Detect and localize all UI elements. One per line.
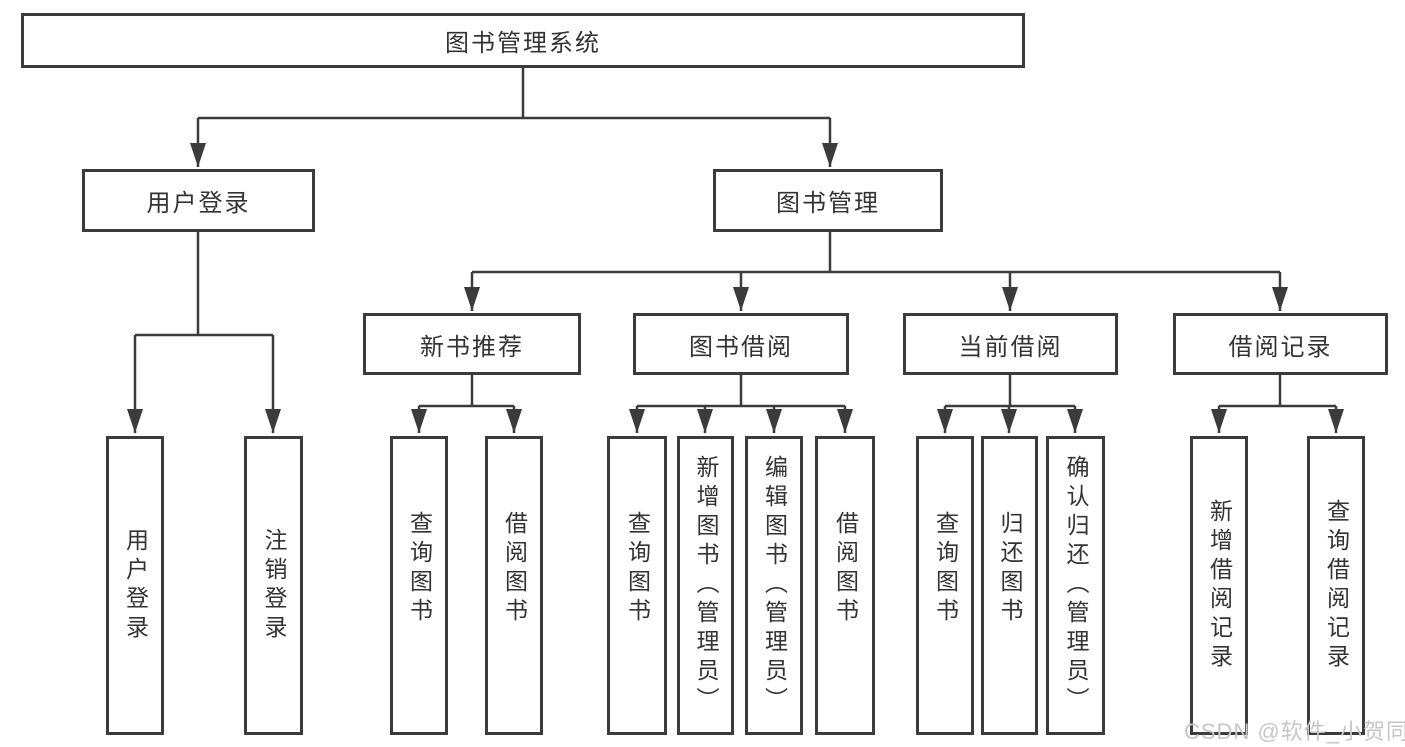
node-label: 借阅图书 bbox=[501, 510, 528, 627]
node-leaf-nb-borrow-books: 借阅图书 bbox=[485, 436, 543, 735]
node-label: 借阅图书 bbox=[832, 510, 859, 627]
node-borrow-records: 借阅记录 bbox=[1173, 313, 1388, 375]
node-label: 新书推荐 bbox=[420, 333, 524, 361]
node-leaf-cb-return-books: 归还图书 bbox=[981, 436, 1038, 735]
node-label: 图书借阅 bbox=[689, 333, 793, 361]
connector-book-management-trunk bbox=[472, 232, 1280, 274]
connector-book-borrow-trunk bbox=[637, 375, 845, 408]
node-label: 当前借阅 bbox=[958, 333, 1063, 361]
node-library-system: 图书管理系统 bbox=[21, 13, 1025, 68]
node-leaf-bb-borrow-books: 借阅图书 bbox=[815, 436, 875, 735]
node-label: 注销登录 bbox=[261, 527, 287, 644]
node-label: 确认归还（管理员） bbox=[1063, 455, 1089, 716]
node-label: 新增借阅记录 bbox=[1206, 498, 1233, 673]
connector-new-books-trunk bbox=[419, 375, 514, 408]
node-leaf-bb-query-books: 查询图书 bbox=[607, 436, 667, 735]
node-label: 新增图书（管理员） bbox=[693, 455, 719, 716]
node-label: 用户登录 bbox=[122, 527, 149, 644]
node-leaf-logout: 注销登录 bbox=[244, 436, 303, 735]
node-label: 借阅记录 bbox=[1228, 333, 1333, 361]
node-leaf-bb-add-books-admin: 新增图书（管理员） bbox=[677, 436, 734, 735]
csdn-watermark: CSDN @软件_小贺同学 bbox=[1184, 719, 1405, 744]
node-leaf-bb-edit-books-admin: 编辑图书（管理员） bbox=[745, 436, 803, 735]
node-leaf-user-login: 用户登录 bbox=[106, 436, 164, 735]
node-label: 图书管理系统 bbox=[445, 30, 601, 57]
connector-borrow-records-trunk bbox=[1219, 375, 1336, 408]
node-leaf-cb-confirm-return-admin: 确认归还（管理员） bbox=[1046, 436, 1105, 735]
node-label: 编辑图书（管理员） bbox=[761, 455, 788, 716]
node-label: 归还图书 bbox=[997, 510, 1023, 627]
connector-current-borrow-trunk bbox=[945, 375, 1075, 408]
node-label: 用户登录 bbox=[146, 190, 251, 217]
node-user-login: 用户登录 bbox=[82, 169, 315, 232]
node-label: 查询图书 bbox=[624, 510, 651, 627]
node-book-management: 图书管理 bbox=[713, 169, 943, 232]
node-book-borrow: 图书借阅 bbox=[633, 313, 849, 375]
node-label: 查询图书 bbox=[932, 510, 959, 627]
connector-user-login-trunk bbox=[135, 232, 273, 337]
node-leaf-cb-query-books: 查询图书 bbox=[916, 436, 974, 735]
node-label: 查询图书 bbox=[406, 510, 433, 627]
node-leaf-br-query-record: 查询借阅记录 bbox=[1307, 436, 1365, 735]
node-leaf-nb-query-books: 查询图书 bbox=[390, 436, 448, 735]
node-leaf-br-add-record: 新增借阅记录 bbox=[1190, 436, 1248, 735]
node-new-books: 新书推荐 bbox=[363, 313, 581, 375]
node-current-borrow: 当前借阅 bbox=[903, 313, 1118, 375]
node-label: 查询借阅记录 bbox=[1323, 498, 1350, 673]
node-label: 图书管理 bbox=[776, 190, 880, 217]
connector-root-trunk bbox=[198, 68, 830, 120]
